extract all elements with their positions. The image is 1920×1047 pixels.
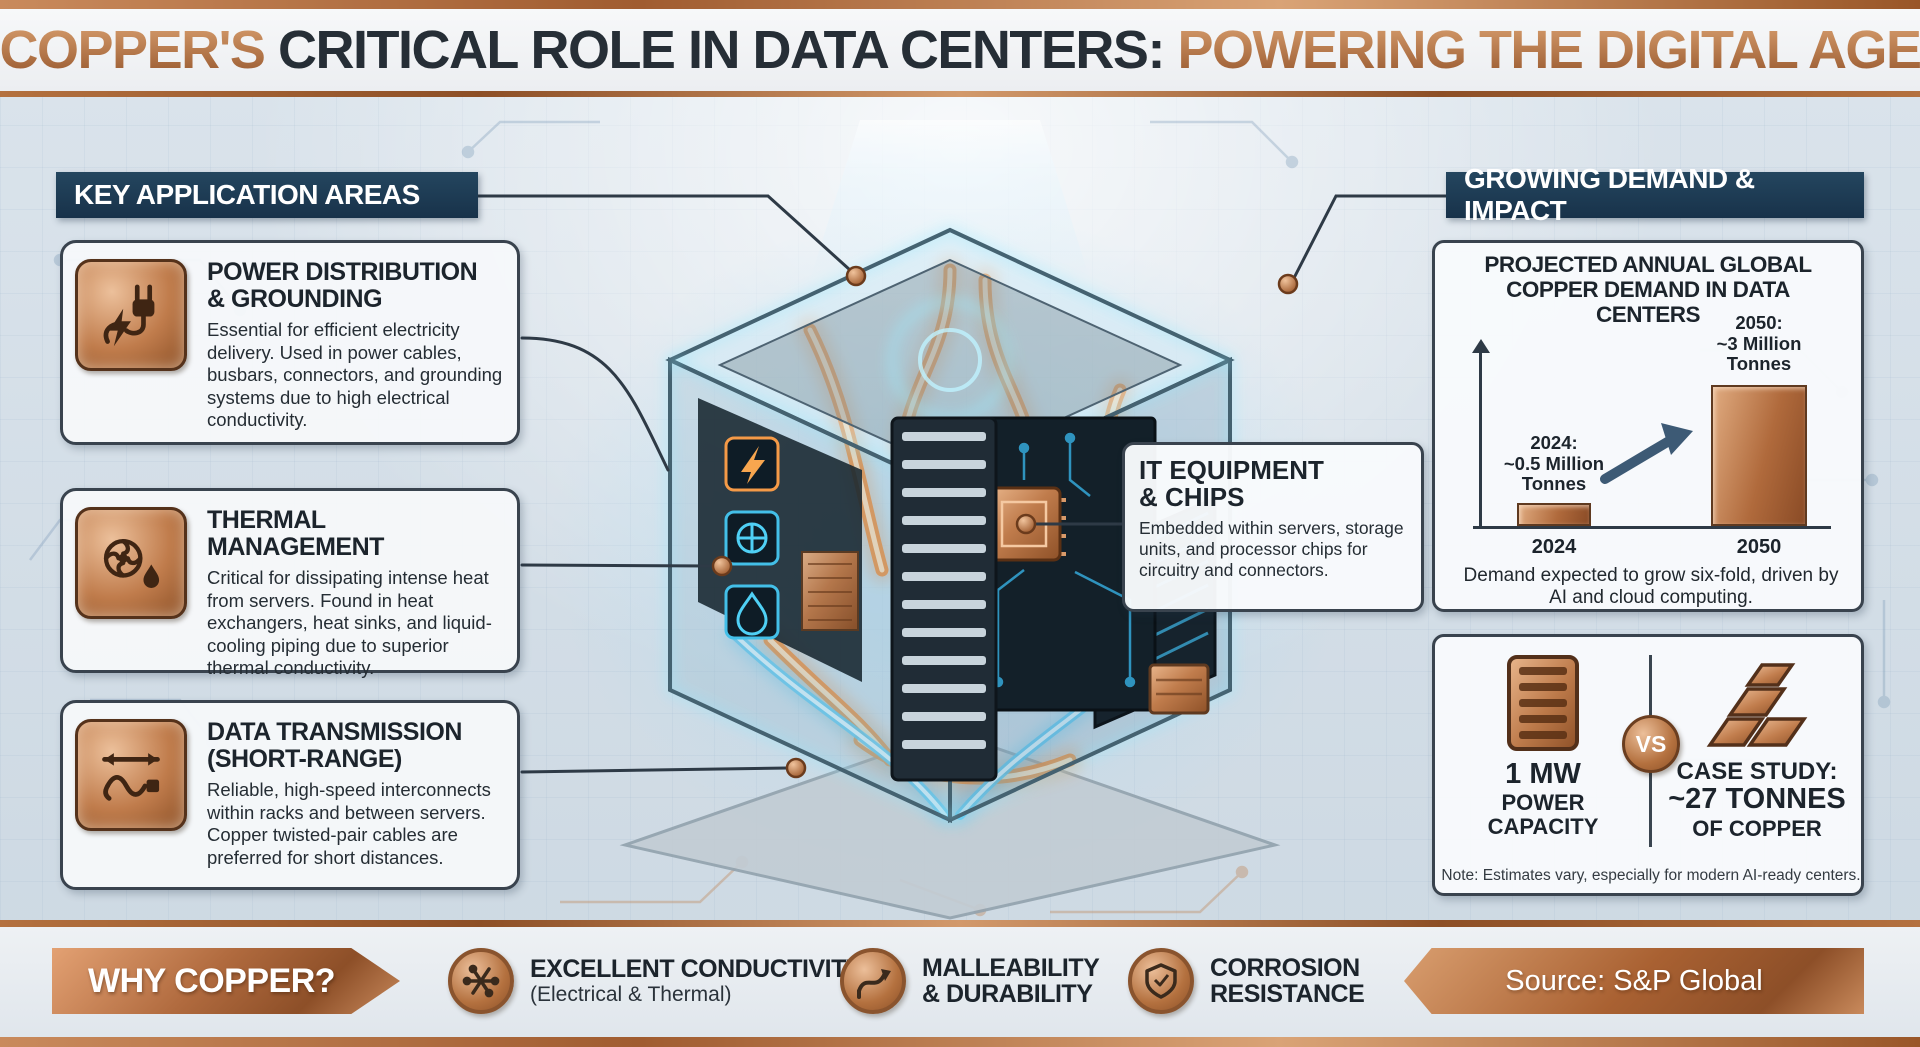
footer-item-conductivity: EXCELLENT CONDUCTIVITY (Electrical & The…: [448, 948, 863, 1014]
power-plug-lightning-icon: [75, 259, 187, 371]
page-title-copper-lead: COPPER'S: [0, 20, 266, 80]
case-note: Note: Estimates vary, especially for mod…: [1441, 867, 1861, 884]
footer-copper-rule: [0, 920, 1920, 927]
bar-2050: [1711, 385, 1807, 526]
x-tick-2024: 2024: [1531, 536, 1577, 558]
growth-arrow-icon: [1600, 423, 1693, 484]
card-power-distribution: POWER DISTRIBUTION & GROUNDING Essential…: [60, 240, 520, 445]
chart-caption: Demand expected to grow six-fold, driven…: [1463, 565, 1839, 608]
y-axis-arrowhead: [1472, 339, 1490, 353]
section-title: GROWING DEMAND & IMPACT: [1464, 163, 1755, 226]
y-axis: [1479, 353, 1482, 529]
bar-2024: [1517, 503, 1591, 526]
copper-tonnes-label: OF COPPER: [1692, 815, 1822, 841]
x-axis: [1473, 526, 1831, 529]
malleability-icon: [840, 948, 906, 1014]
footer-item-subtitle: (Electrical & Thermal): [530, 982, 732, 1006]
callout-title: IT EQUIPMENT & CHIPS: [1139, 455, 1324, 513]
card-title: POWER DISTRIBUTION & GROUNDING: [207, 258, 478, 313]
bar-label-2024: 2024: ~0.5 Million Tonnes: [1503, 431, 1605, 495]
why-copper-label: WHY COPPER?: [88, 961, 336, 1000]
source-label: Source: S&P Global: [1505, 964, 1763, 997]
callout-it-equipment: IT EQUIPMENT & CHIPS Embedded within ser…: [1122, 442, 1424, 612]
card-thermal-management: THERMAL MANAGEMENT Critical for dissipat…: [60, 488, 520, 678]
header-copper-rule: [0, 91, 1920, 97]
case-right-column: CASE STUDY: ~27 TONNES OF COPPER: [1657, 651, 1857, 840]
case-study-title: CASE STUDY:: [1676, 758, 1838, 785]
header: COPPER'S CRITICAL ROLE IN DATA CENTERS: …: [0, 9, 1920, 91]
corrosion-shield-icon: [1128, 948, 1194, 1014]
top-copper-border: [0, 0, 1920, 9]
card-body: Reliable, high-speed interconnects withi…: [207, 779, 491, 868]
chart-title: PROJECTED ANNUAL GLOBAL COPPER DEMAND IN…: [1484, 252, 1812, 327]
why-copper-banner: WHY COPPER?: [52, 948, 400, 1014]
power-capacity-label: POWER CAPACITY: [1487, 790, 1599, 840]
footer-item-title: EXCELLENT CONDUCTIVITY: [530, 955, 863, 984]
server-rack-icon: [1443, 651, 1643, 759]
fan-droplet-icon: [75, 507, 187, 619]
card-body: Essential for efficient electricity deli…: [207, 319, 503, 431]
copper-tonnes-value: ~27 TONNES: [1668, 783, 1846, 816]
footer-item-title: CORROSION RESISTANCE: [1210, 953, 1365, 1008]
bottom-copper-border: [0, 1037, 1920, 1047]
case-left-column: 1 MW POWER CAPACITY: [1443, 651, 1643, 839]
source-banner: Source: S&P Global: [1404, 948, 1864, 1014]
conductivity-icon: [448, 948, 514, 1014]
card-body: Critical for dissipating intense heat fr…: [207, 567, 492, 679]
copper-demand-chart-card: PROJECTED ANNUAL GLOBAL COPPER DEMAND IN…: [1432, 240, 1864, 612]
page-title-accent: POWERING THE DIGITAL AGE: [1177, 20, 1920, 80]
card-title: DATA TRANSMISSION (SHORT-RANGE): [207, 718, 462, 773]
page-title: COPPER'S CRITICAL ROLE IN DATA CENTERS: …: [0, 19, 1920, 81]
footer-item-malleability: MALLEABILITY & DURABILITY: [840, 948, 1100, 1014]
vs-badge: VS: [1622, 715, 1680, 773]
power-capacity-value: 1 MW: [1505, 758, 1581, 790]
callout-body: Embedded within servers, storage units, …: [1139, 517, 1404, 580]
footer-item-text: MALLEABILITY & DURABILITY: [922, 953, 1100, 1008]
section-header-key-applications: KEY APPLICATION AREAS: [56, 172, 478, 218]
bar-chart: 2024: ~0.5 Million Tonnes 2050: ~3 Milli…: [1455, 309, 1845, 561]
twisted-cable-icon: [75, 719, 187, 831]
footer-item-title: MALLEABILITY & DURABILITY: [922, 953, 1100, 1008]
page-title-middle: CRITICAL ROLE IN DATA CENTERS:: [264, 20, 1178, 80]
footer-item-text: EXCELLENT CONDUCTIVITY (Electrical & The…: [530, 955, 863, 1006]
x-tick-2050: 2050: [1736, 536, 1782, 558]
section-title: KEY APPLICATION AREAS: [74, 179, 420, 210]
card-data-transmission: DATA TRANSMISSION (SHORT-RANGE) Reliable…: [60, 700, 520, 890]
copper-ingots-icon: [1657, 651, 1857, 759]
footer-item-corrosion: CORROSION RESISTANCE: [1128, 948, 1365, 1014]
footer-item-text: CORROSION RESISTANCE: [1210, 953, 1365, 1008]
card-title: THERMAL MANAGEMENT: [207, 506, 384, 561]
case-study-card: VS 1 MW POWER CAPACITY: [1432, 634, 1864, 896]
bar-label-2050: 2050: ~3 Million Tonnes: [1716, 311, 1802, 375]
section-header-growing-demand: GROWING DEMAND & IMPACT: [1446, 163, 1864, 226]
